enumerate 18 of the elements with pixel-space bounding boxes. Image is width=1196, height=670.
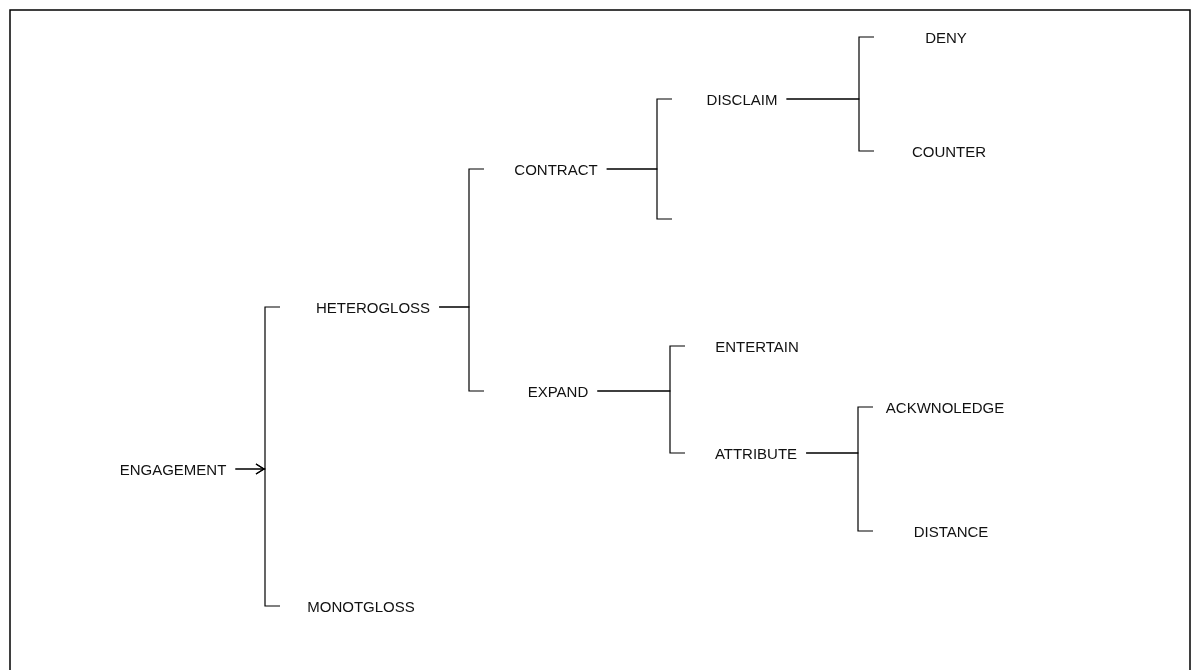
node-label: DISCLAIM (703, 88, 781, 110)
node-label: ENGAGEMENT (116, 458, 230, 480)
node-label: DENY (922, 26, 970, 48)
node-label: ATTRIBUTE (711, 442, 801, 464)
connector (596, 390, 686, 454)
node-label: HETEROGLOSS (312, 296, 434, 318)
node-label: ACKWNOLEDGE (882, 396, 1008, 418)
node-label: CONTRACT (511, 158, 601, 180)
node-label: EXPAND (524, 380, 592, 402)
node-label: ENTERTAIN (712, 335, 802, 357)
node-label: COUNTER (908, 140, 990, 162)
connector (234, 463, 281, 607)
node-label: MONOTGLOSS (304, 595, 418, 617)
connector (785, 98, 875, 152)
connector (438, 306, 485, 392)
connector (805, 452, 874, 532)
node-label: DISTANCE (910, 520, 992, 542)
connector (606, 168, 673, 220)
